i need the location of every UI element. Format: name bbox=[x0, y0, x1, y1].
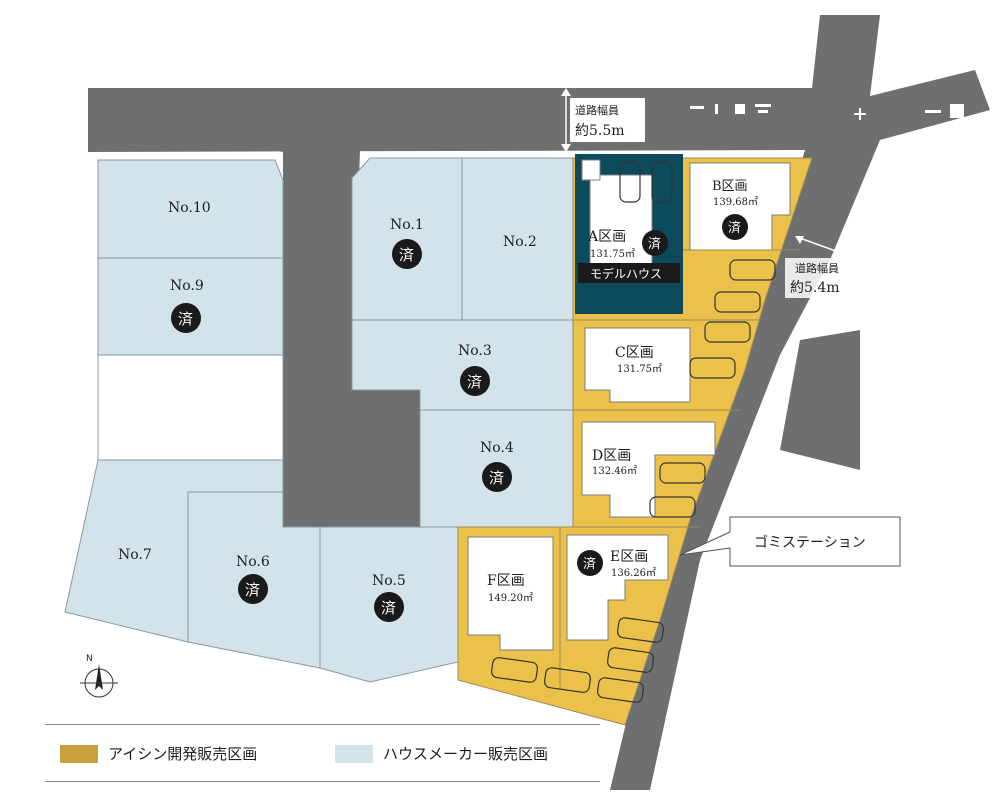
lot-no1-label: No.1 bbox=[390, 217, 424, 233]
lot-c-house[interactable] bbox=[584, 327, 691, 403]
north-road bbox=[88, 15, 990, 790]
house-maker-lots bbox=[64, 157, 574, 683]
legend-item-house-maker: ハウスメーカー販売区画 bbox=[335, 743, 548, 764]
internal-road bbox=[275, 150, 420, 527]
legend-swatch-house-maker bbox=[335, 744, 373, 763]
lot-a-house bbox=[589, 174, 653, 276]
north-road-width-value: 約5.5m bbox=[575, 123, 625, 139]
lot-f-house[interactable] bbox=[467, 536, 554, 651]
legend-label-house-maker: ハウスメーカー販売区画 bbox=[383, 745, 549, 763]
parking-cars bbox=[491, 161, 776, 703]
lot-no5-label: No.5 bbox=[372, 573, 406, 589]
lot-no3-status: 済 bbox=[467, 373, 482, 391]
legend-item-aisin: アイシン開発販売区画 bbox=[60, 743, 257, 764]
lot-no7[interactable] bbox=[64, 459, 284, 643]
lot-no6-label: No.6 bbox=[236, 554, 270, 570]
model-house-tag: モデルハウス bbox=[590, 266, 662, 281]
lot-no3-label: No.3 bbox=[458, 343, 492, 359]
lot-no1-status: 済 bbox=[399, 246, 414, 264]
lot-f-area: 149.20㎡ bbox=[488, 592, 533, 604]
legend: アイシン開発販売区画 ハウスメーカー販売区画 bbox=[45, 724, 600, 782]
east-road-width-value: 約5.4m bbox=[790, 280, 840, 296]
aisin-lot-labels: A区画 131.75㎡ 済 モデルハウス B区画 139.68㎡ 済 C区画 1… bbox=[487, 179, 758, 604]
lot-no9-label: No.9 bbox=[170, 278, 204, 294]
lot-c-label: C区画 bbox=[615, 345, 654, 361]
lot-blank bbox=[97, 354, 284, 461]
lot-a-label: A区画 bbox=[587, 229, 626, 245]
lot-e-label: E区画 bbox=[610, 549, 648, 565]
north-road-title: 道路幅員 bbox=[575, 103, 619, 117]
lot-a-status: 済 bbox=[648, 236, 661, 252]
compass-icon: N bbox=[80, 654, 118, 698]
lot-b-status: 済 bbox=[728, 220, 741, 236]
legend-swatch-aisin bbox=[60, 744, 98, 763]
lot-e-status: 済 bbox=[583, 556, 596, 572]
lot-no4-label: No.4 bbox=[480, 440, 514, 456]
lot-no7-label: No.7 bbox=[118, 547, 152, 563]
lot-no5-status: 済 bbox=[381, 599, 396, 617]
lot-c-area: 131.75㎡ bbox=[617, 363, 662, 375]
lot-b-area: 139.68㎡ bbox=[713, 196, 758, 208]
lot-labels: No.10 No.9 済 No.1 済 No.2 No.3 済 No.4 済 N… bbox=[118, 200, 537, 622]
lot-no10[interactable] bbox=[97, 159, 284, 259]
lot-no10-label: No.10 bbox=[168, 200, 211, 216]
lot-no4-status: 済 bbox=[489, 469, 504, 487]
lot-no6-status: 済 bbox=[245, 581, 260, 599]
roads bbox=[88, 15, 990, 790]
garbage-station-label: ゴミステーション bbox=[754, 534, 866, 551]
east-road-width: 道路幅員 約5.4m bbox=[785, 236, 857, 298]
lot-no9-status: 済 bbox=[178, 310, 193, 328]
north-road-width: 道路幅員 約5.5m bbox=[561, 88, 645, 152]
east-road-title: 道路幅員 bbox=[795, 261, 839, 275]
road-markings bbox=[690, 104, 964, 120]
lot-f-label: F区画 bbox=[487, 573, 525, 589]
lot-d-label: D区画 bbox=[592, 448, 631, 464]
aisin-lots bbox=[457, 154, 813, 726]
lot-b-label: B区画 bbox=[712, 179, 748, 194]
east-branch bbox=[780, 330, 860, 470]
lot-d-area: 132.46㎡ bbox=[592, 465, 637, 477]
legend-label-aisin: アイシン開発販売区画 bbox=[108, 745, 258, 763]
lot-e-area: 136.26㎡ bbox=[611, 567, 656, 579]
garbage-station-callout: ゴミステーション bbox=[679, 516, 901, 567]
lot-no2-label: No.2 bbox=[503, 234, 537, 250]
compass-north: N bbox=[86, 654, 93, 664]
lot-a-area: 131.75㎡ bbox=[590, 248, 635, 260]
